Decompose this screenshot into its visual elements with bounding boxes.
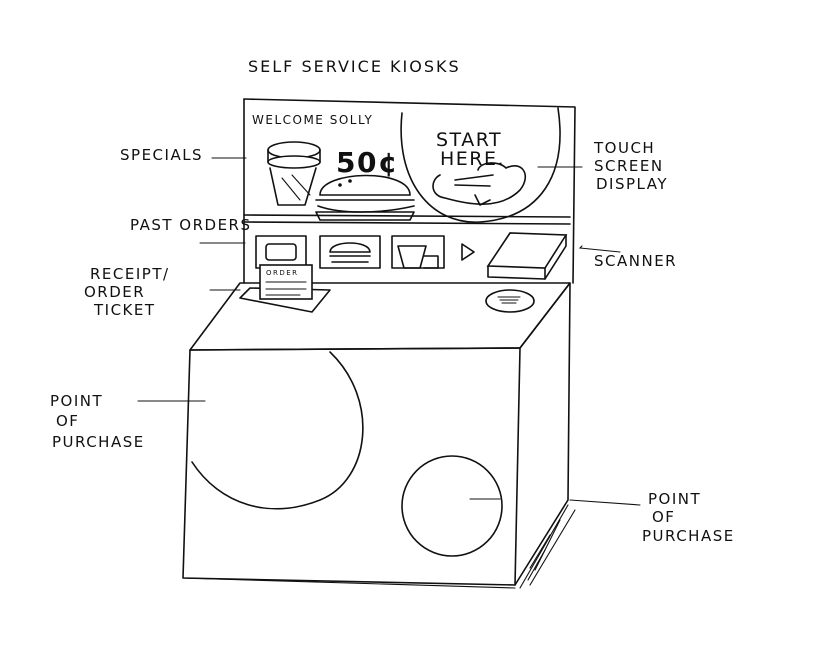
label-touch-1: TOUCH — [593, 139, 655, 157]
label-touch-3: DISPLAY — [596, 175, 668, 193]
sketch-title: SELF SERVICE KIOSKS — [248, 57, 461, 76]
label-pop-left-2: OF — [56, 412, 79, 430]
burger-icon — [316, 175, 414, 220]
label-touch-2: SCREEN — [594, 157, 664, 175]
start-here-line2[interactable]: HERE. — [440, 148, 505, 170]
label-receipt-2: ORDER — [84, 283, 145, 301]
label-specials: SPECIALS — [120, 146, 203, 164]
pop-graphic-left — [192, 352, 363, 509]
past-orders-row[interactable] — [256, 236, 474, 268]
label-pop-right-3: PURCHASE — [642, 527, 735, 545]
ticket-text: ORDER — [266, 269, 299, 277]
label-scanner: SCANNER — [594, 252, 677, 270]
label-pop-right-1: POINT — [648, 490, 701, 508]
card-reader — [486, 290, 534, 312]
label-receipt-1: RECEIPT/ — [90, 265, 170, 283]
kiosk-cabinet — [183, 283, 575, 588]
label-pop-left-1: POINT — [50, 392, 103, 410]
welcome-text: WELCOME SOLLY — [252, 113, 373, 127]
label-pop-right-2: OF — [652, 508, 675, 526]
label-receipt-3: TICKET — [93, 301, 156, 319]
scanner[interactable] — [488, 233, 566, 279]
pop-graphic-right — [402, 456, 502, 556]
receipt-ticket[interactable]: ORDER — [240, 265, 330, 312]
label-pop-left-3: PURCHASE — [52, 433, 145, 451]
label-past-orders: PAST ORDERS — [130, 216, 252, 234]
drink-cup-icon — [268, 142, 320, 205]
next-arrow-icon[interactable] — [462, 244, 474, 260]
price-special: 50¢ — [336, 146, 399, 179]
